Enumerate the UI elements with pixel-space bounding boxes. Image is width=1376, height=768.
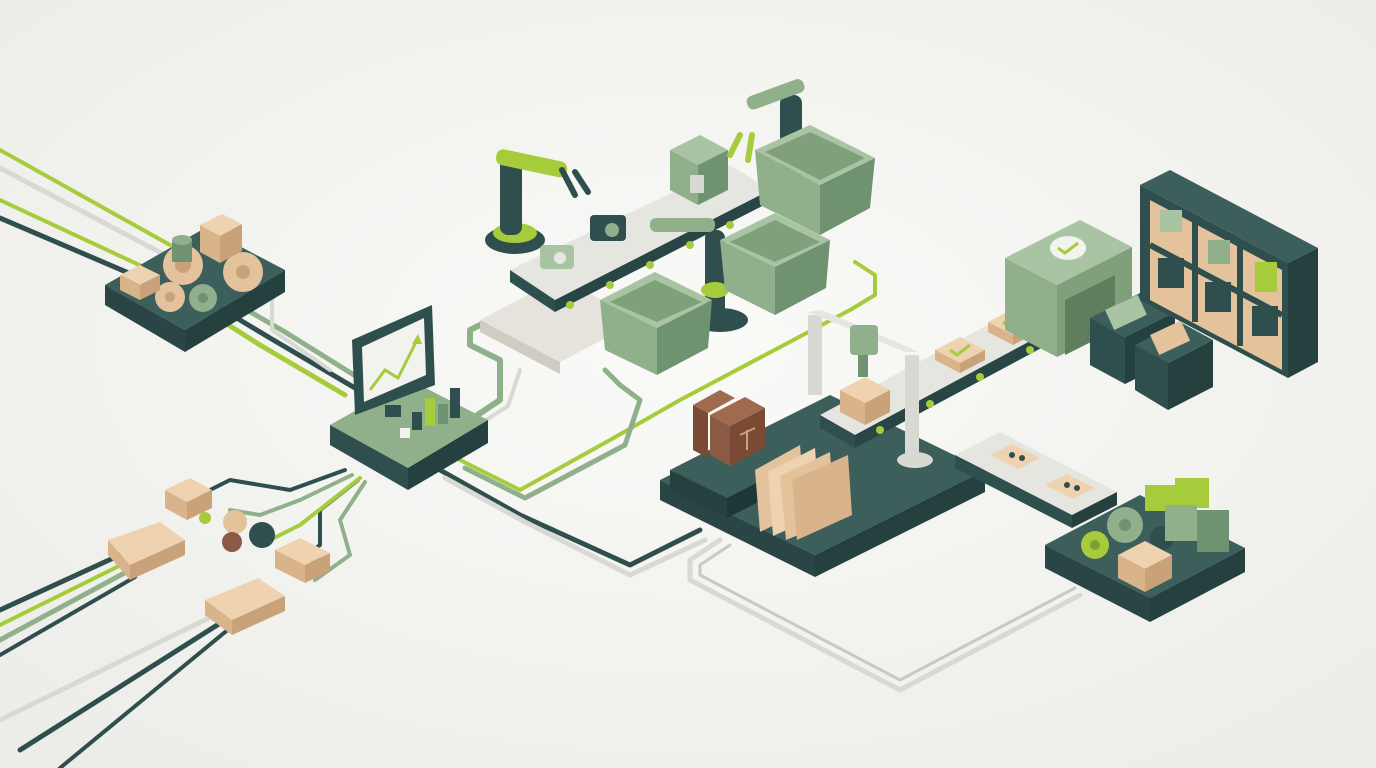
gear-hub bbox=[105, 214, 285, 352]
crate bbox=[1135, 320, 1213, 410]
cable bbox=[458, 260, 877, 492]
wood-box bbox=[840, 377, 890, 425]
cable bbox=[268, 476, 362, 542]
wood-block bbox=[275, 538, 330, 583]
drawer bbox=[1158, 258, 1184, 288]
law-book bbox=[693, 390, 735, 458]
storage-bin bbox=[720, 213, 830, 315]
cable-network bbox=[0, 148, 1083, 768]
cable bbox=[0, 215, 148, 283]
cable bbox=[0, 148, 172, 247]
scales-icon bbox=[710, 397, 765, 466]
monitor bbox=[352, 305, 435, 417]
scanner-station bbox=[1005, 220, 1132, 357]
press-station bbox=[670, 135, 728, 205]
cable bbox=[0, 198, 152, 272]
hub-side bbox=[185, 270, 285, 352]
cable bbox=[313, 480, 367, 582]
user-badge-box bbox=[990, 444, 1040, 469]
hub-top bbox=[330, 380, 488, 468]
robot-assembly-station bbox=[480, 79, 875, 375]
line-chart-icon bbox=[368, 337, 420, 391]
conveyor bbox=[955, 432, 1117, 528]
drawer bbox=[1252, 306, 1278, 336]
gantry-crane bbox=[808, 310, 933, 468]
gear-icon bbox=[1107, 507, 1143, 543]
cable bbox=[0, 612, 218, 723]
gear-icon bbox=[199, 510, 275, 552]
cable bbox=[0, 165, 168, 258]
gear-icon bbox=[1081, 531, 1109, 559]
cylinder-block bbox=[172, 235, 192, 262]
storage-bin bbox=[600, 272, 712, 375]
cable bbox=[467, 312, 503, 423]
checkmark-icon bbox=[949, 343, 971, 357]
document-platform bbox=[660, 390, 985, 577]
output-hub bbox=[1045, 478, 1245, 622]
block-stack bbox=[1145, 478, 1229, 552]
hub-side bbox=[408, 420, 488, 490]
monitor-hub bbox=[330, 305, 488, 490]
inspection-line bbox=[808, 220, 1213, 468]
cable bbox=[437, 467, 703, 568]
document-icon bbox=[1208, 240, 1230, 264]
cable bbox=[0, 561, 127, 627]
chart-arrow-icon bbox=[412, 334, 422, 344]
storage-shelf-icon bbox=[1140, 170, 1318, 378]
wood-block bbox=[120, 265, 160, 300]
document-icon bbox=[1160, 210, 1182, 232]
checkmark-icon bbox=[1050, 236, 1086, 260]
cable bbox=[270, 288, 332, 372]
gear-icon bbox=[223, 252, 263, 292]
checked-box bbox=[935, 337, 985, 373]
cable bbox=[462, 367, 643, 501]
camera-icon bbox=[590, 215, 626, 241]
wood-block bbox=[165, 478, 212, 520]
cable bbox=[0, 567, 133, 643]
cable bbox=[442, 475, 708, 578]
gear-icon bbox=[189, 284, 217, 312]
wood-connector bbox=[108, 522, 185, 580]
drawer bbox=[1205, 282, 1231, 312]
gear-icon bbox=[155, 282, 185, 312]
hub-side bbox=[330, 425, 408, 490]
folder-icon bbox=[755, 445, 852, 540]
connectors-cluster bbox=[108, 478, 330, 635]
wood-connector bbox=[205, 578, 285, 635]
bar-blocks bbox=[400, 388, 460, 438]
cable bbox=[198, 468, 347, 497]
cable bbox=[476, 368, 522, 427]
document-icon bbox=[1255, 262, 1277, 292]
user-badge-box bbox=[1045, 474, 1095, 499]
cable bbox=[17, 619, 225, 753]
cable bbox=[228, 473, 354, 517]
storage-bin bbox=[755, 125, 875, 235]
cable bbox=[0, 552, 123, 613]
cable bbox=[687, 537, 1083, 693]
cable bbox=[58, 626, 232, 768]
cable bbox=[698, 543, 1077, 682]
camera-icon bbox=[540, 245, 574, 269]
cable bbox=[0, 575, 137, 657]
robot-arm-icon bbox=[485, 149, 591, 254]
hub-side bbox=[105, 285, 185, 352]
wood-block bbox=[200, 214, 242, 263]
wood-box bbox=[1118, 541, 1172, 592]
